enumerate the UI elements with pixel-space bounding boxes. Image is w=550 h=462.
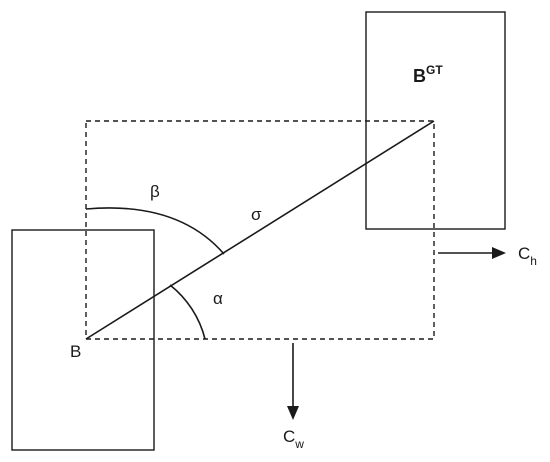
center-span-rectangle bbox=[85, 120, 435, 340]
label-b: B bbox=[70, 342, 81, 361]
cw-arrow bbox=[287, 343, 299, 420]
label-bgt-superscript: GT bbox=[426, 63, 443, 77]
label-alpha: α bbox=[213, 289, 223, 308]
label-ch-subscript: h bbox=[530, 254, 537, 268]
label-cw-subscript: w bbox=[294, 437, 304, 451]
label-bgt: BGT bbox=[413, 63, 443, 86]
predicted-box bbox=[11, 229, 155, 451]
ch-arrow bbox=[438, 247, 506, 259]
label-beta: β bbox=[150, 182, 160, 201]
label-sigma: σ bbox=[251, 205, 262, 224]
label-ch: Ch bbox=[518, 244, 537, 268]
beta-arc bbox=[85, 207, 225, 255]
label-cw: Cw bbox=[283, 427, 304, 451]
alpha-arc bbox=[169, 284, 206, 340]
center-distance-line bbox=[85, 120, 435, 340]
